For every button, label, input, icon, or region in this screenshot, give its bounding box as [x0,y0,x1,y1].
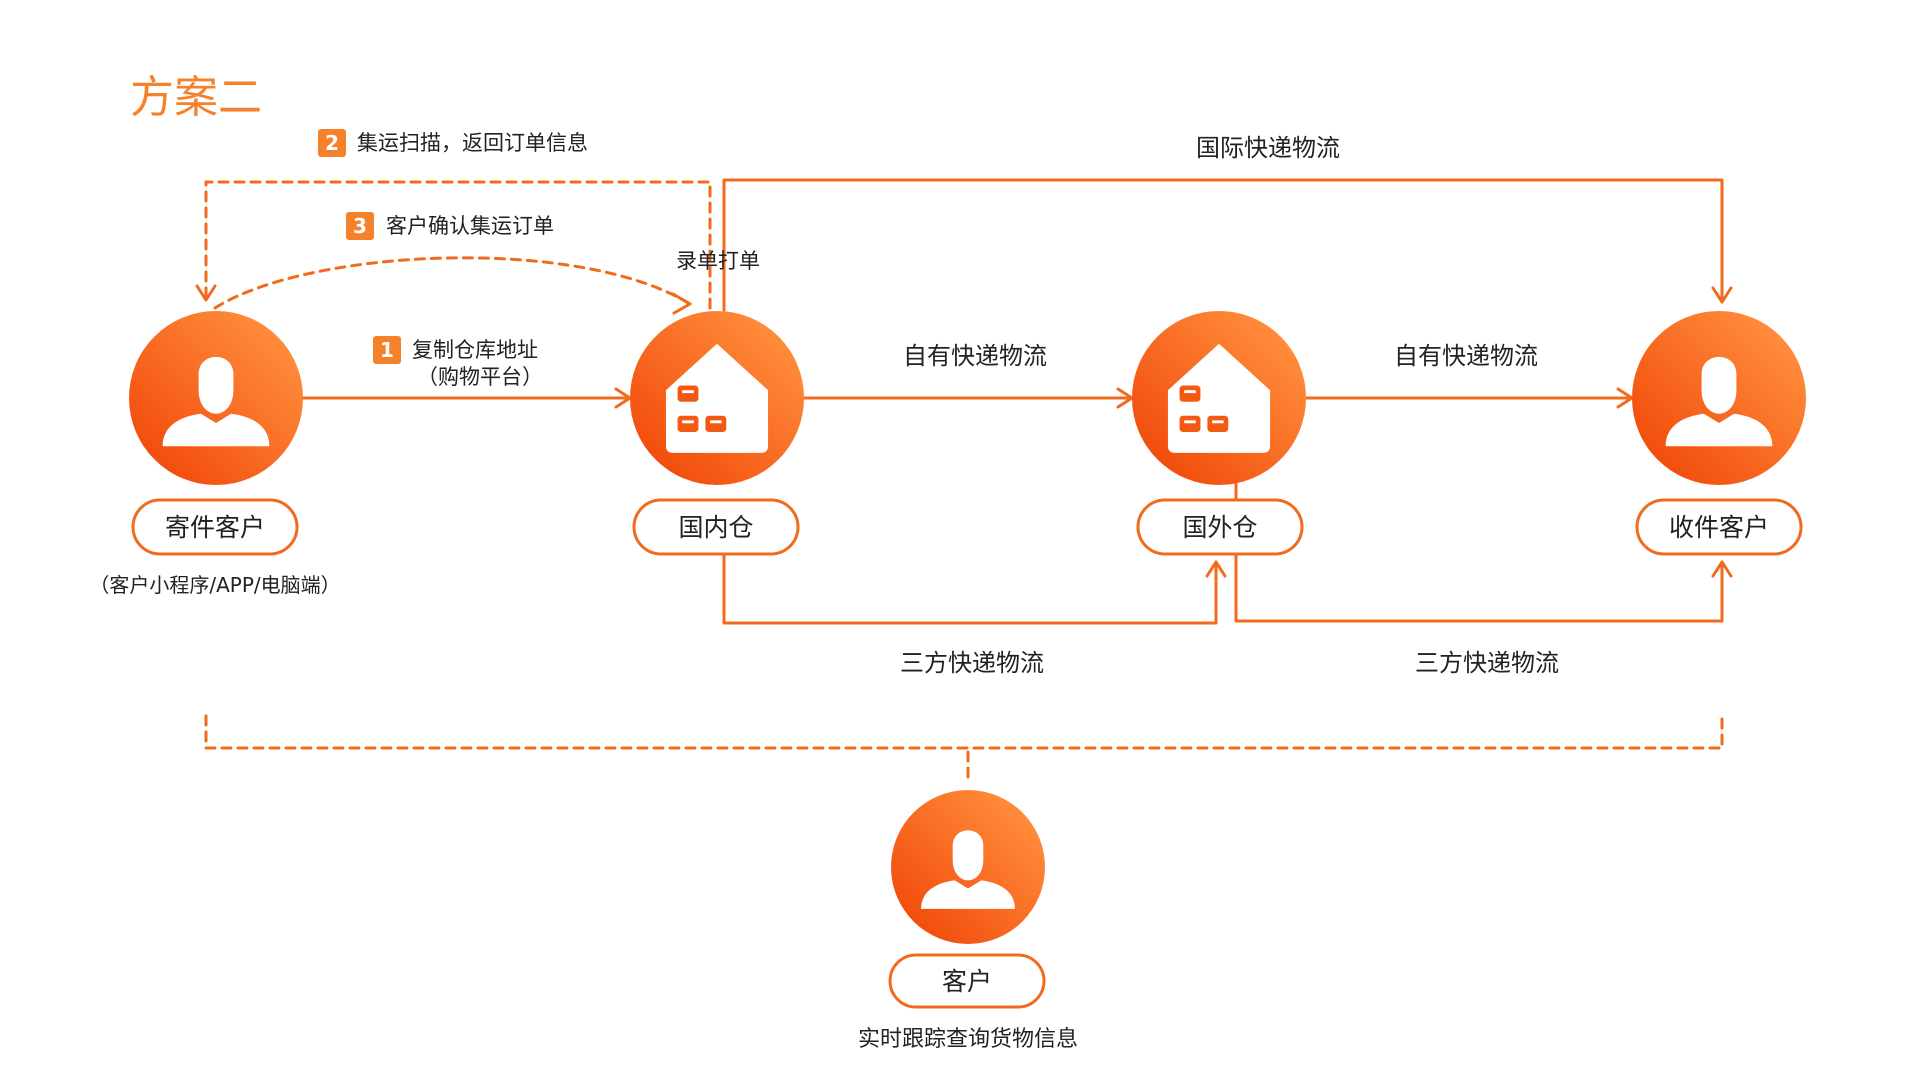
arrowhead-receiver-bottom [1711,560,1733,578]
step-1: 1 复制仓库地址 （购物平台） [373,336,543,389]
arrowhead-overseas-bottom [1205,560,1227,578]
dashed-arrow-scan-return [204,180,712,310]
node-sender: 寄件客户 （客户小程序/APP/电脑端） [89,311,341,597]
third-party-express-label-1: 三方快递物流 [900,649,1044,677]
receiver-label: 收件客户 [1669,513,1769,542]
dashed-tracking-bracket [204,714,1724,750]
sender-subtitle: （客户小程序/APP/电脑端） [89,573,340,597]
step-3-number: 3 [353,214,367,238]
node-domestic-warehouse: 国内仓 [630,311,804,556]
node-receiver: 收件客户 [1632,311,1806,556]
step-1-subtext: （购物平台） [417,365,543,389]
domestic-warehouse-label-box [632,498,800,556]
step-3-text: 客户确认集运订单 [386,214,554,238]
domestic-warehouse-label: 国内仓 [678,513,753,542]
third-party-express-label-2: 三方快递物流 [1415,649,1559,677]
node-customer: 客户 实时跟踪查询货物信息 [858,790,1078,1052]
arrowhead-domestic-curve [671,292,692,315]
own-express-label-1: 自有快递物流 [903,342,1047,370]
step-3-badge [346,212,374,240]
step-1-badge [373,336,401,364]
customer-label: 客户 [942,967,992,996]
record-print-label: 录单打单 [676,249,760,273]
arrow-third-party-domestic-overseas [722,551,1218,625]
sender-label-box [131,498,299,556]
step-2: 2 集运扫描，返回订单信息 [318,129,588,157]
step-2-badge [318,129,346,157]
page-title: 方案二 [130,72,262,123]
receiver-label-box [1635,498,1803,556]
overseas-warehouse-label: 国外仓 [1182,513,1257,542]
own-express-label-2: 自有快递物流 [1394,342,1538,370]
overseas-warehouse-label-box [1136,498,1304,556]
step-3: 3 客户确认集运订单 [346,212,554,240]
sender-label: 寄件客户 [165,513,265,542]
step-1-number: 1 [380,338,394,362]
step-2-text: 集运扫描，返回订单信息 [357,131,588,155]
arrowhead-sender-top [195,284,217,302]
arrow-international-express [722,178,1724,312]
customer-label-box [888,953,1046,1009]
international-express-label: 国际快递物流 [1196,134,1340,162]
dashed-arrow-confirm-order [213,256,692,310]
customer-note: 实时跟踪查询货物信息 [858,1027,1078,1052]
node-overseas-warehouse: 国外仓 [1132,311,1306,556]
step-1-text: 复制仓库地址 [412,338,538,362]
arrowhead-receiver-top [1711,286,1733,304]
step-2-number: 2 [325,131,339,155]
